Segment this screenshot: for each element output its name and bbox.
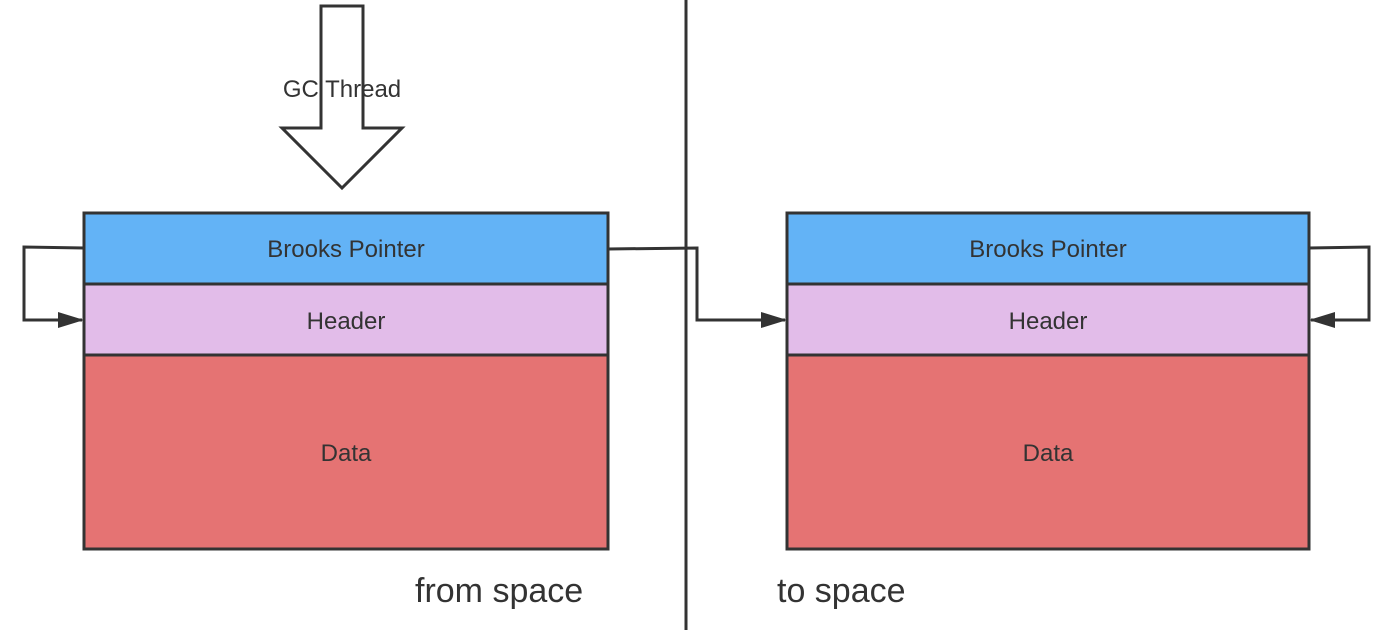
forwarding-pointer-arrow — [607, 246, 787, 328]
from-header-cell — [82, 282, 610, 357]
to-data-cell — [785, 353, 1311, 551]
from-data-label: Data — [321, 440, 372, 467]
to-self-pointer-arrow — [1308, 245, 1371, 328]
from-space-object: Brooks Pointer Header Data — [82, 211, 610, 551]
gc-thread-arrow — [278, 4, 406, 191]
to-space-label: to space — [777, 572, 906, 610]
from-brooks-pointer-label: Brooks Pointer — [267, 236, 424, 263]
to-brooks-pointer-label: Brooks Pointer — [969, 236, 1126, 263]
gc-thread-label: GC Thread — [283, 76, 401, 103]
from-data-cell — [82, 353, 610, 551]
from-self-pointer-arrow — [22, 245, 85, 328]
to-data-label: Data — [1023, 440, 1074, 467]
to-header-label: Header — [1009, 308, 1088, 335]
to-space-object: Brooks Pointer Header Data — [785, 211, 1311, 551]
from-space-label: from space — [415, 572, 583, 610]
from-brooks-pointer-cell — [82, 211, 610, 286]
from-header-label: Header — [307, 308, 386, 335]
